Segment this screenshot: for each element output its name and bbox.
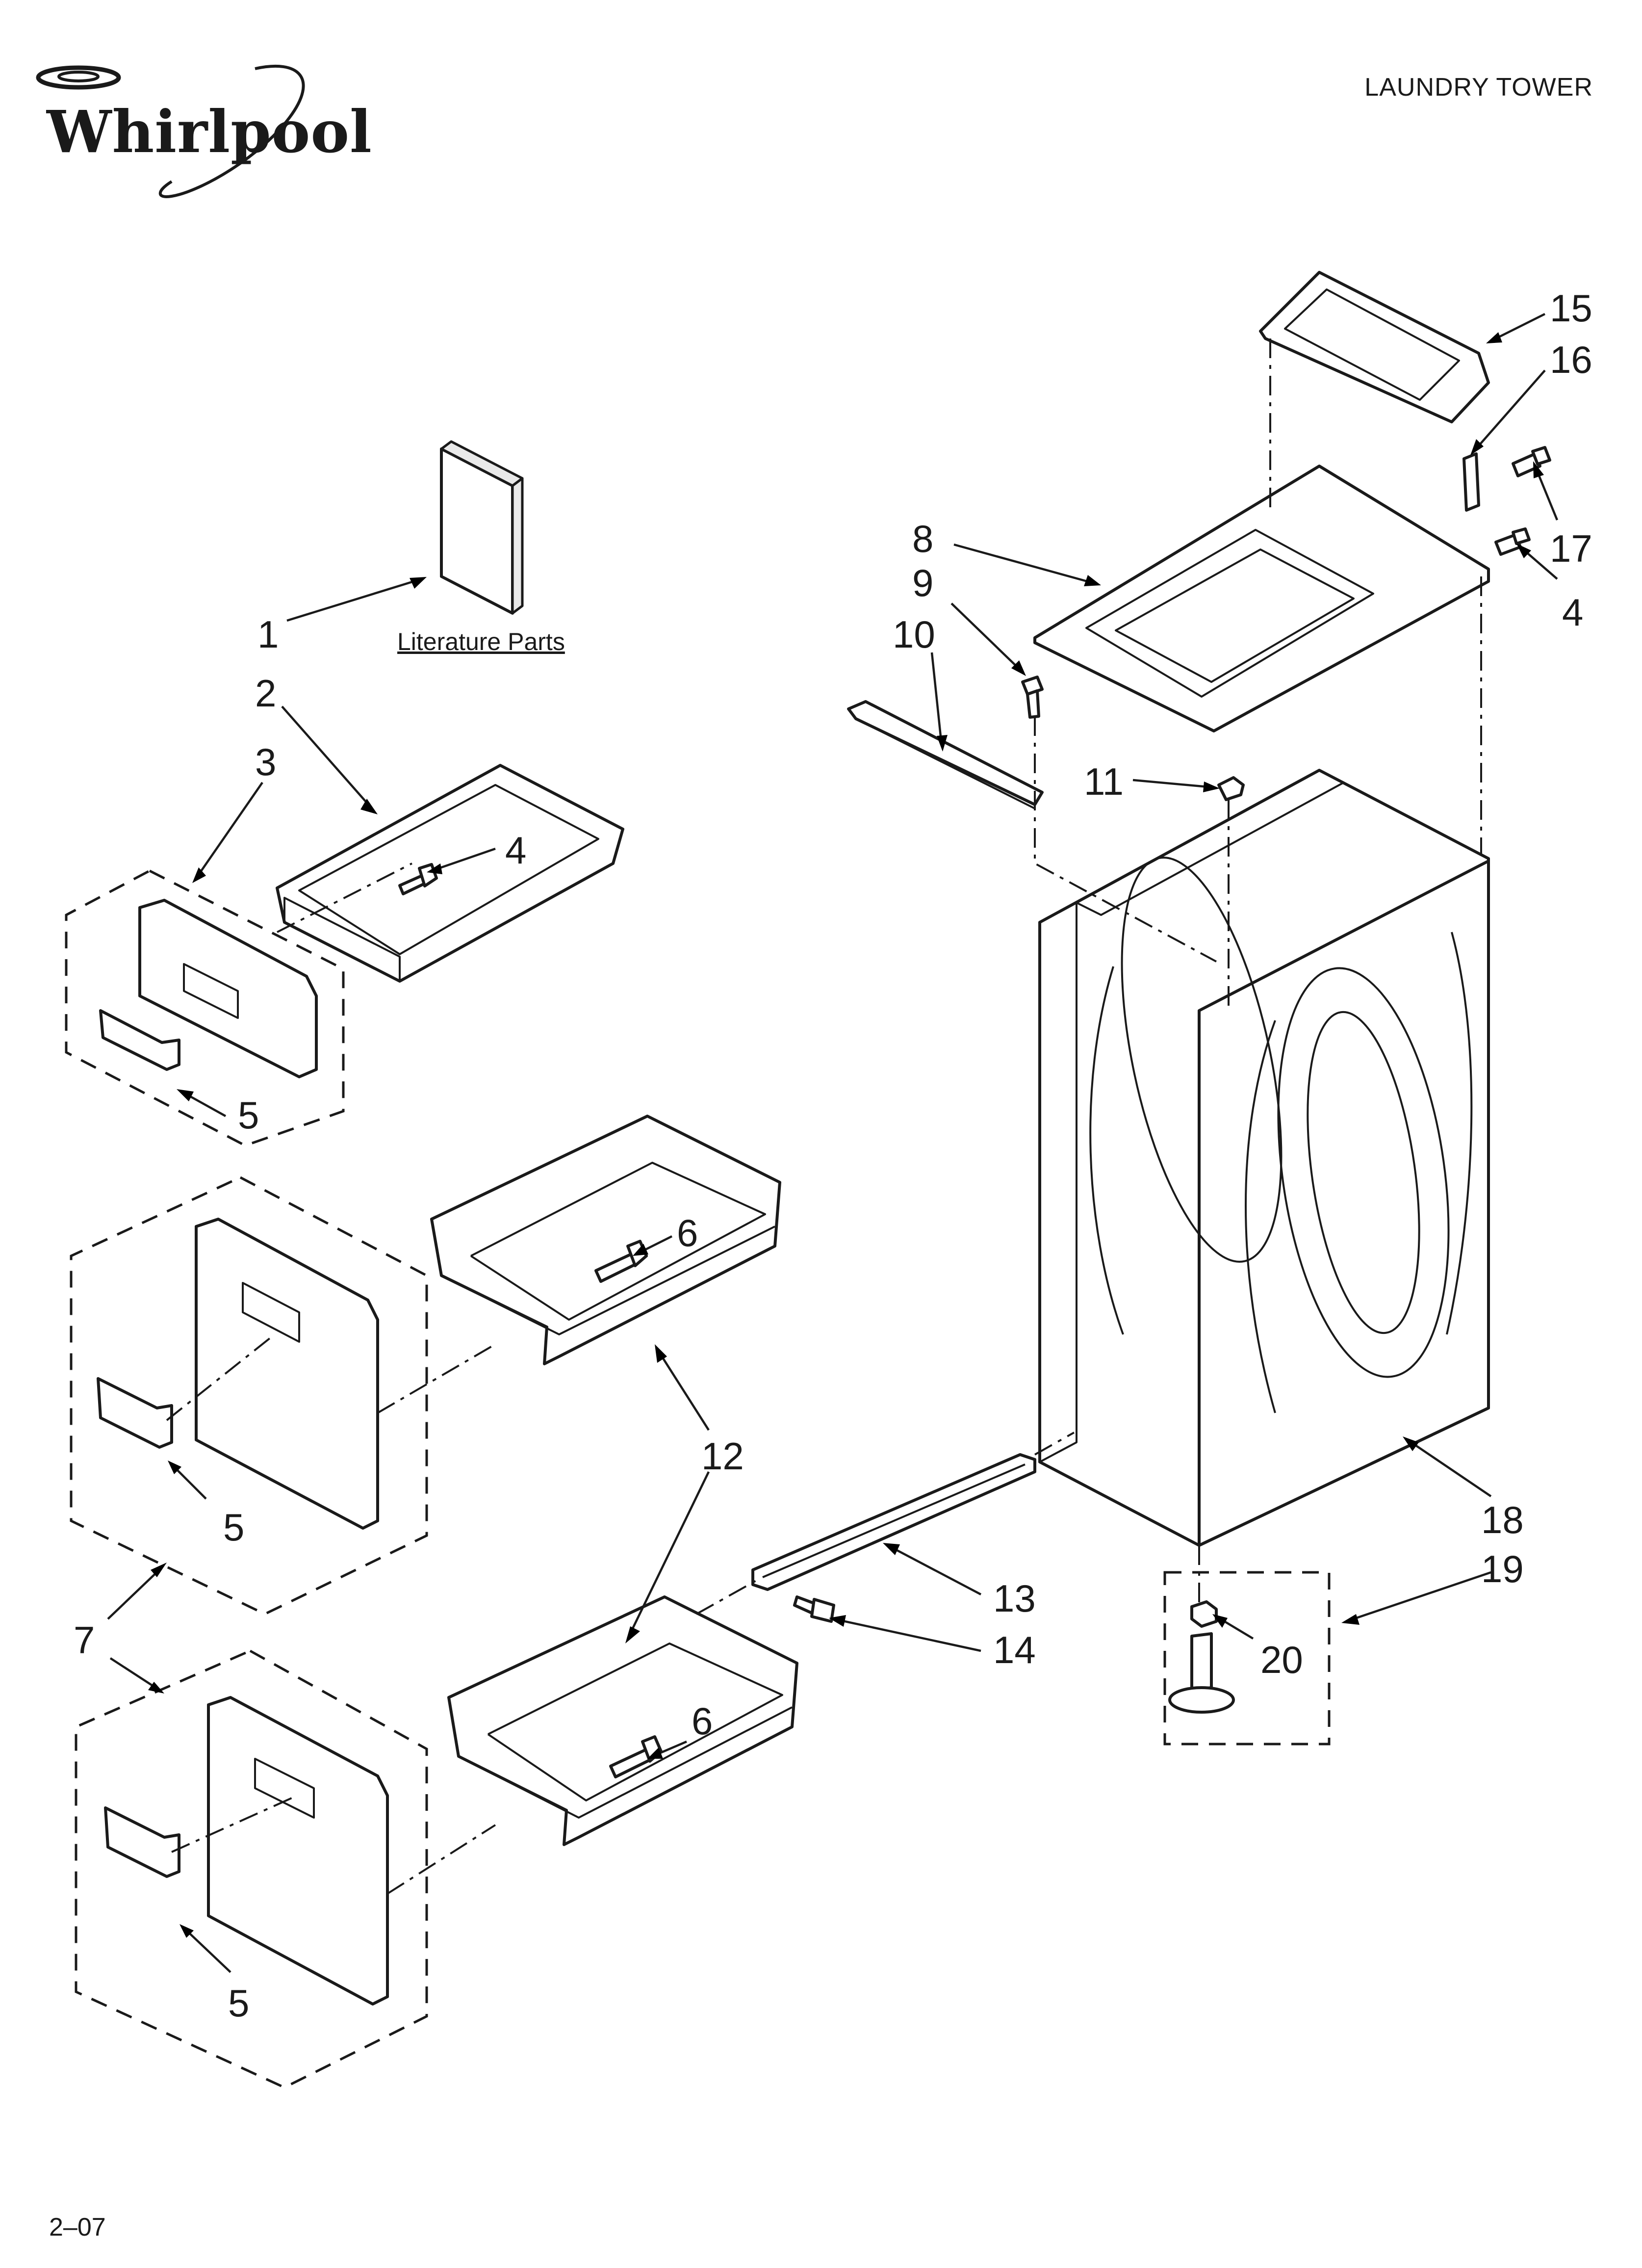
top-cover [1033,465,1490,732]
top-cover-recess-inner [1115,548,1355,683]
cabinet-clip [1217,776,1245,801]
top-cover-recess [1085,529,1374,698]
callout-1: 1 [257,613,279,656]
top-drawer-front-handle-recess [183,963,239,1019]
top-cover-screw-9 [1021,676,1044,719]
connector-slide-cabinet [1034,1432,1075,1456]
lower-drawer-basket-edge [487,1642,783,1801]
brand-wordmark: Whirlpool [47,98,372,166]
callout-6-lower: 6 [692,1699,713,1743]
middle-drawer-front [195,1218,379,1530]
whirlpool-logo [36,64,305,198]
callout-5-top: 5 [238,1094,259,1137]
connector-lower-front [386,1824,496,1895]
leader-lines [107,313,1559,1973]
tower-cabinet-left-frame [1039,902,1078,1463]
callout-3: 3 [255,740,276,783]
callout-8: 8 [912,517,933,560]
control-console-bracket [1259,271,1490,423]
cabinet-side-oval-outer [1277,967,1450,1378]
callout-2: 2 [255,672,276,715]
top-drawer-basket-inner [298,784,599,955]
middle-drawer-basket-edge [470,1162,766,1321]
logo-swirl-inner [57,71,100,82]
literature-booklet-spine [511,477,524,615]
callout-18: 18 [1481,1498,1524,1541]
callout-6-upper: 6 [677,1211,698,1254]
callout-15: 15 [1550,287,1592,330]
document-title: LAUNDRY TOWER [1364,73,1593,102]
connector-lower-handle [171,1797,292,1853]
callout-5-lower: 5 [228,1981,249,2025]
callout-4-drawer: 4 [505,829,526,872]
callout-16: 16 [1550,338,1592,381]
cabinet-back-oval [1121,857,1283,1263]
lower-drawer-front [207,1696,389,2006]
bracket-clip [1462,452,1480,512]
assembly-box-7-upper [70,1176,428,1616]
assembly-box-7-lower [75,1649,428,2089]
top-drawer-handle [99,1009,180,1071]
mounting-rail-lip [855,718,1035,809]
connector-middle-handle [166,1333,276,1421]
connector-middle-front [377,1343,496,1414]
callout-14: 14 [993,1628,1036,1671]
cabinet-back-rib [1089,966,1124,1335]
top-drawer-basket [276,764,624,983]
assembly-box-19 [1163,1571,1331,1746]
tower-cabinet-top-rail [1076,769,1345,916]
middle-drawer-handle-recess [242,1282,300,1343]
middle-drawer-basket-floor [441,1225,775,1335]
connector-top-drawer [277,862,412,933]
assembly-box-3 [65,869,345,1147]
cabinet-side-rib-left [1245,1020,1276,1413]
callout-12: 12 [701,1434,744,1478]
lower-drawer-handle [104,1806,180,1878]
middle-drawer-handle [97,1377,173,1449]
logo-swoosh [158,64,305,198]
lower-drawer-handle-recess [254,1758,315,1819]
drawer-slide-rail [751,1453,1036,1591]
top-drawer-basket-rail [283,897,401,981]
mounting-rail [847,700,1044,806]
callout-7: 7 [74,1618,95,1662]
connector-rail [696,1579,758,1615]
callout-17: 17 [1550,527,1592,570]
callout-10: 10 [893,613,935,656]
callout-20: 20 [1260,1638,1303,1681]
revision-date: 2–07 [49,2213,106,2242]
lower-drawer-basket [447,1595,798,1846]
cabinet-side-rib-right [1446,932,1473,1335]
literature-parts-label: Literature Parts [397,628,565,655]
control-console-bracket-inner [1284,288,1460,401]
drawer-slide-rail-inner [762,1463,1026,1578]
middle-drawer-basket [430,1115,781,1365]
cabinet-side-oval-inner [1307,1011,1420,1334]
callout-11: 11 [1084,760,1124,803]
logo-swirl-outer [36,65,121,90]
lower-drawer-basket-floor [458,1706,793,1819]
slide-rail-screw [793,1595,835,1623]
callout-19: 19 [1481,1547,1524,1590]
connector-screw-9 [1034,716,1217,963]
callout-13: 13 [993,1577,1036,1620]
callout-4-cover: 4 [1562,591,1583,634]
top-drawer-front [138,899,318,1078]
callout-9: 9 [912,561,933,604]
callout-5-middle: 5 [223,1506,244,1549]
bracket-screw-17 [1512,446,1551,477]
leveling-foot [1168,1600,1235,1714]
literature-booklet-top [440,440,524,487]
